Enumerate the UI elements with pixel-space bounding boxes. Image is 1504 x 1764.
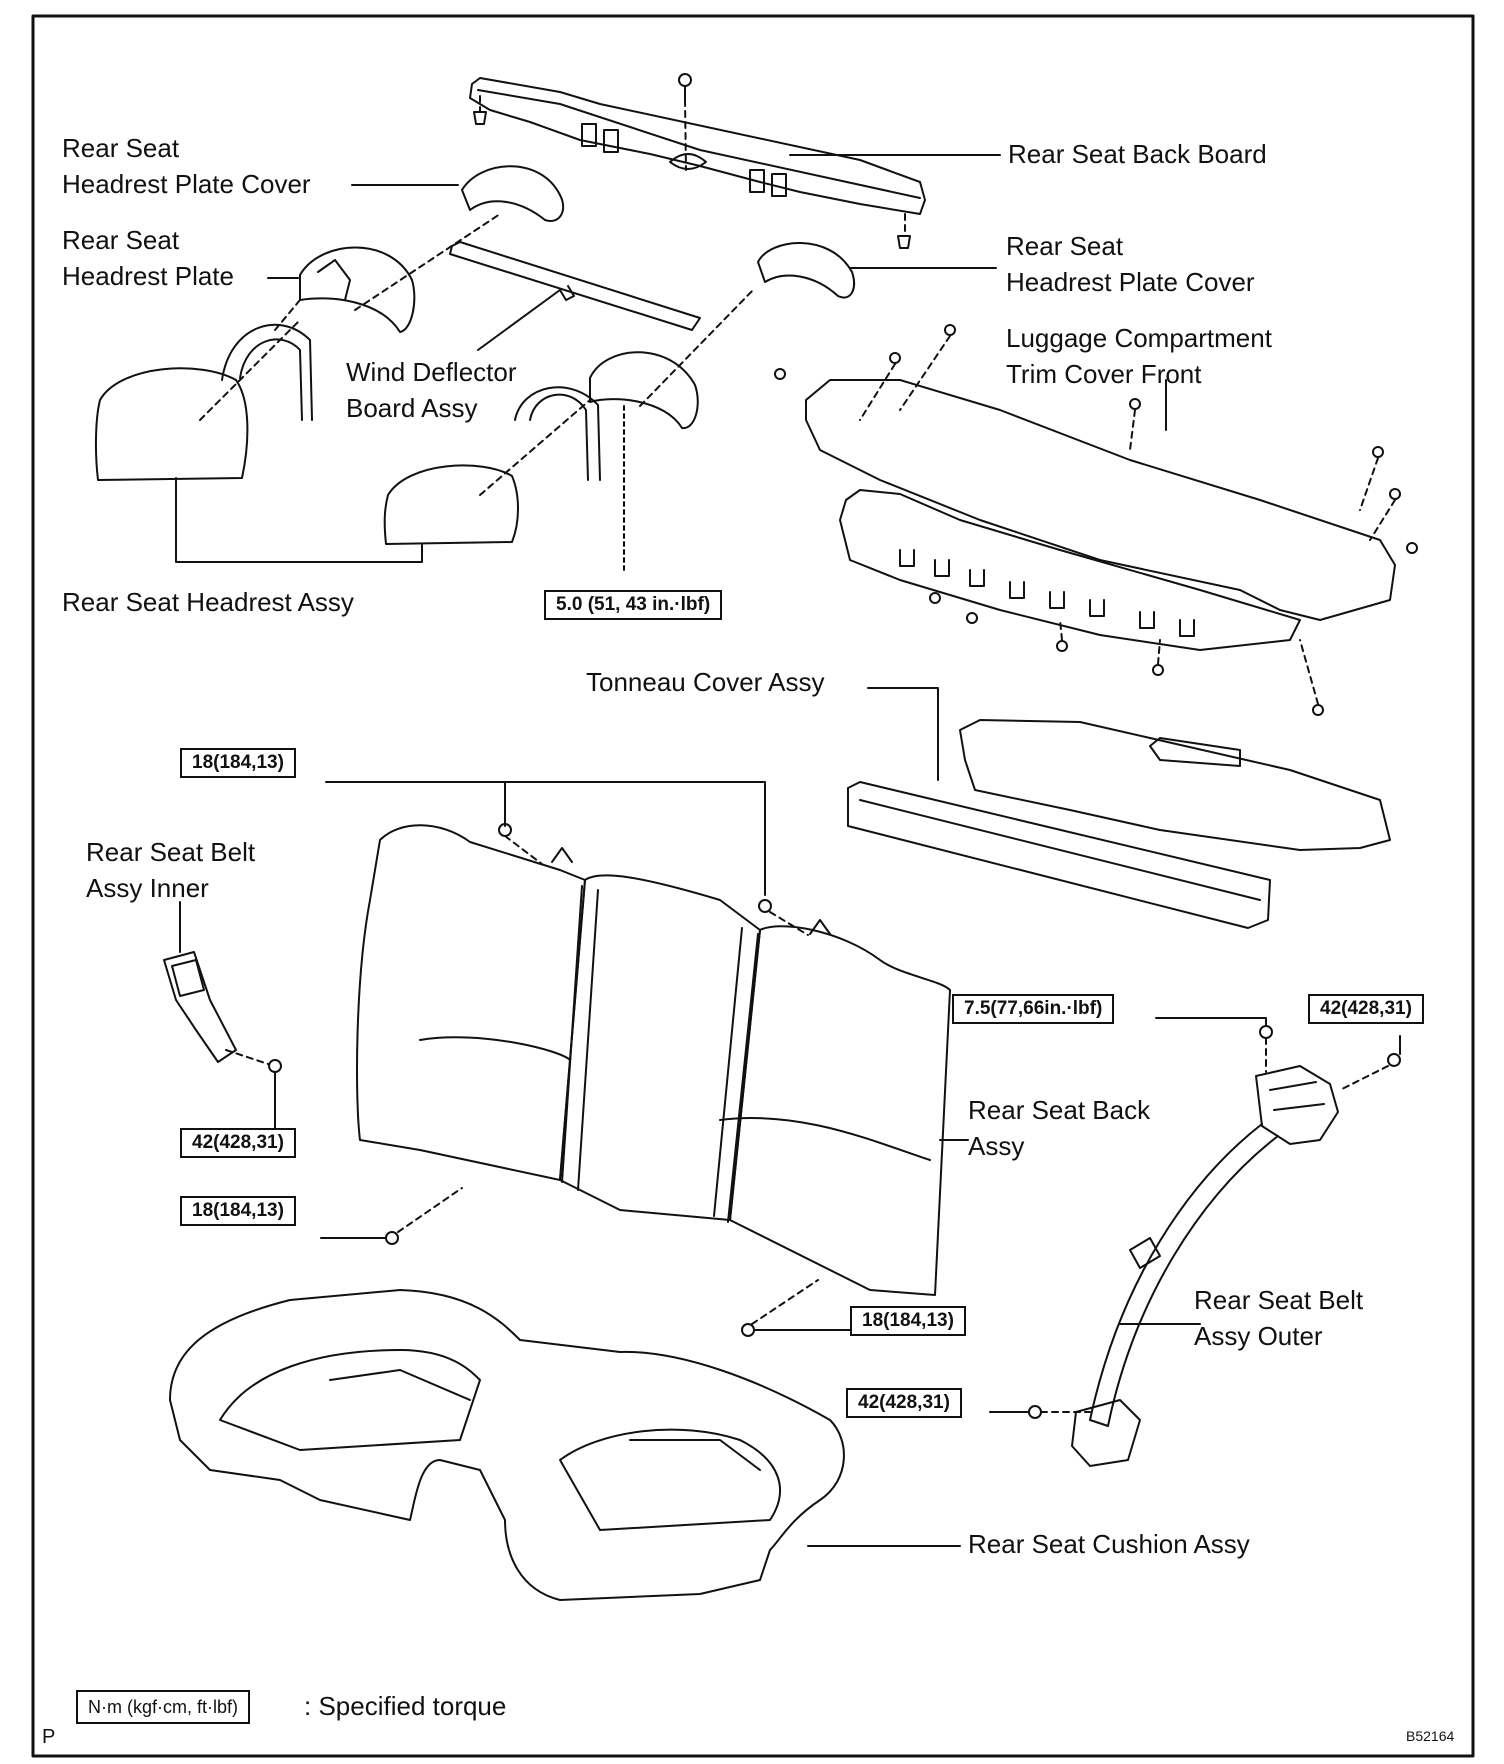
headrest-plate-cover-left (461, 165, 565, 222)
headrest-cushion-right (383, 464, 519, 545)
leader-line (175, 477, 423, 563)
torque-seat-back-lower-right: 18(184,13) (850, 1306, 966, 1336)
screw-icon (741, 1323, 755, 1337)
leader-line (354, 213, 501, 311)
wind-deflector-board-part (449, 241, 701, 331)
figure-code: B52164 (1406, 1728, 1455, 1744)
label-wind-deflector-1: Wind Deflector (346, 357, 517, 387)
leader-line (225, 1049, 269, 1065)
leader-line (684, 99, 687, 171)
leader-line (639, 287, 756, 407)
headrest-plate-right (589, 351, 699, 430)
label-seat-back-1: Rear Seat Back (968, 1095, 1151, 1125)
seat-belt-inner-part (163, 951, 237, 1063)
torque-belt-outer-right: 42(428,31) (1308, 994, 1424, 1024)
label-headrest-assy: Rear Seat Headrest Assy (62, 587, 354, 617)
belt-anchor (1071, 1399, 1141, 1467)
label-belt-outer-2: Assy Outer (1194, 1321, 1323, 1351)
label-headrest-plate-2: Headrest Plate (62, 261, 234, 291)
torque-seat-back-top: 18(184,13) (180, 748, 296, 778)
leader-line (477, 289, 561, 351)
headrest-cushion-left (94, 367, 249, 481)
legend-unit-box: N·m (kgf·cm, ft·lbf) (76, 1690, 250, 1724)
legend-description: : Specified torque (304, 1691, 507, 1721)
seat-back-bracket (551, 847, 831, 935)
torque-belt-outer-top: 7.5(77,66in.·lbf) (952, 994, 1115, 1024)
headrest-plate-cover-right (757, 242, 856, 299)
leader-line (1339, 1065, 1389, 1091)
torque-belt-outer-bottom: 42(428,31) (846, 1388, 962, 1418)
label-belt-inner-1: Rear Seat Belt (86, 837, 256, 867)
label-headrest-plate-cover-left-1: Rear Seat (62, 133, 180, 163)
leader-line (1155, 1017, 1267, 1027)
seat-back-right-section (729, 925, 951, 1296)
screw-icon (268, 1059, 282, 1073)
label-luggage-trim-2: Trim Cover Front (1006, 359, 1202, 389)
torque-seat-back-lower-left: 18(184,13) (180, 1196, 296, 1226)
leader-line (325, 781, 766, 896)
tonneau-rail (847, 781, 1271, 929)
leader-line (859, 335, 1396, 705)
torque-belt-inner: 42(428,31) (180, 1128, 296, 1158)
seat-belt-outer-webbing (1089, 1123, 1279, 1427)
label-headrest-plate-cover-left-2: Headrest Plate Cover (62, 169, 311, 199)
screw-icon (678, 73, 692, 101)
clip-icon (473, 111, 911, 249)
label-wind-deflector-2: Board Assy (346, 393, 478, 423)
label-seat-back-2: Assy (968, 1131, 1025, 1161)
leader-line (199, 319, 301, 421)
label-belt-outer-1: Rear Seat Belt (1194, 1285, 1364, 1315)
label-belt-inner-2: Assy Inner (86, 873, 209, 903)
rear-seat-back-board-part (469, 77, 926, 215)
label-seat-cushion: Rear Seat Cushion Assy (968, 1529, 1250, 1559)
corner-mark: P (42, 1726, 56, 1748)
retractor-part (1255, 1065, 1339, 1145)
label-headrest-plate-1: Rear Seat (62, 225, 180, 255)
leader-line (397, 1187, 463, 1233)
leader-line (769, 911, 809, 936)
label-tonneau-cover: Tonneau Cover Assy (586, 667, 825, 697)
label-luggage-trim-1: Luggage Compartment (1006, 323, 1272, 353)
seat-cushion-part (169, 1289, 845, 1601)
screw-icon (385, 1231, 399, 1245)
page-frame (31, 14, 1475, 1758)
leader-line (751, 1279, 819, 1325)
screw-icon (1028, 1025, 1401, 1419)
leader-line (479, 399, 591, 496)
torque-headrest: 5.0 (51, 43 in.·lbf) (544, 590, 723, 620)
tonneau-cover-part (959, 719, 1391, 851)
seat-back-left-section (356, 824, 586, 1181)
headrest-frame-right (514, 386, 601, 481)
leader-line (504, 835, 543, 865)
screw-icon (498, 823, 772, 913)
label-headrest-plate-cover-right-2: Headrest Plate Cover (1006, 267, 1255, 297)
label-headrest-plate-cover-right-1: Rear Seat (1006, 231, 1124, 261)
label-rear-seat-back-board: Rear Seat Back Board (1008, 139, 1267, 169)
headrest-plate-left (299, 246, 416, 333)
headrest-frame-left (221, 323, 313, 421)
leader-line (867, 687, 939, 781)
luggage-trim-cover-part (805, 379, 1396, 621)
